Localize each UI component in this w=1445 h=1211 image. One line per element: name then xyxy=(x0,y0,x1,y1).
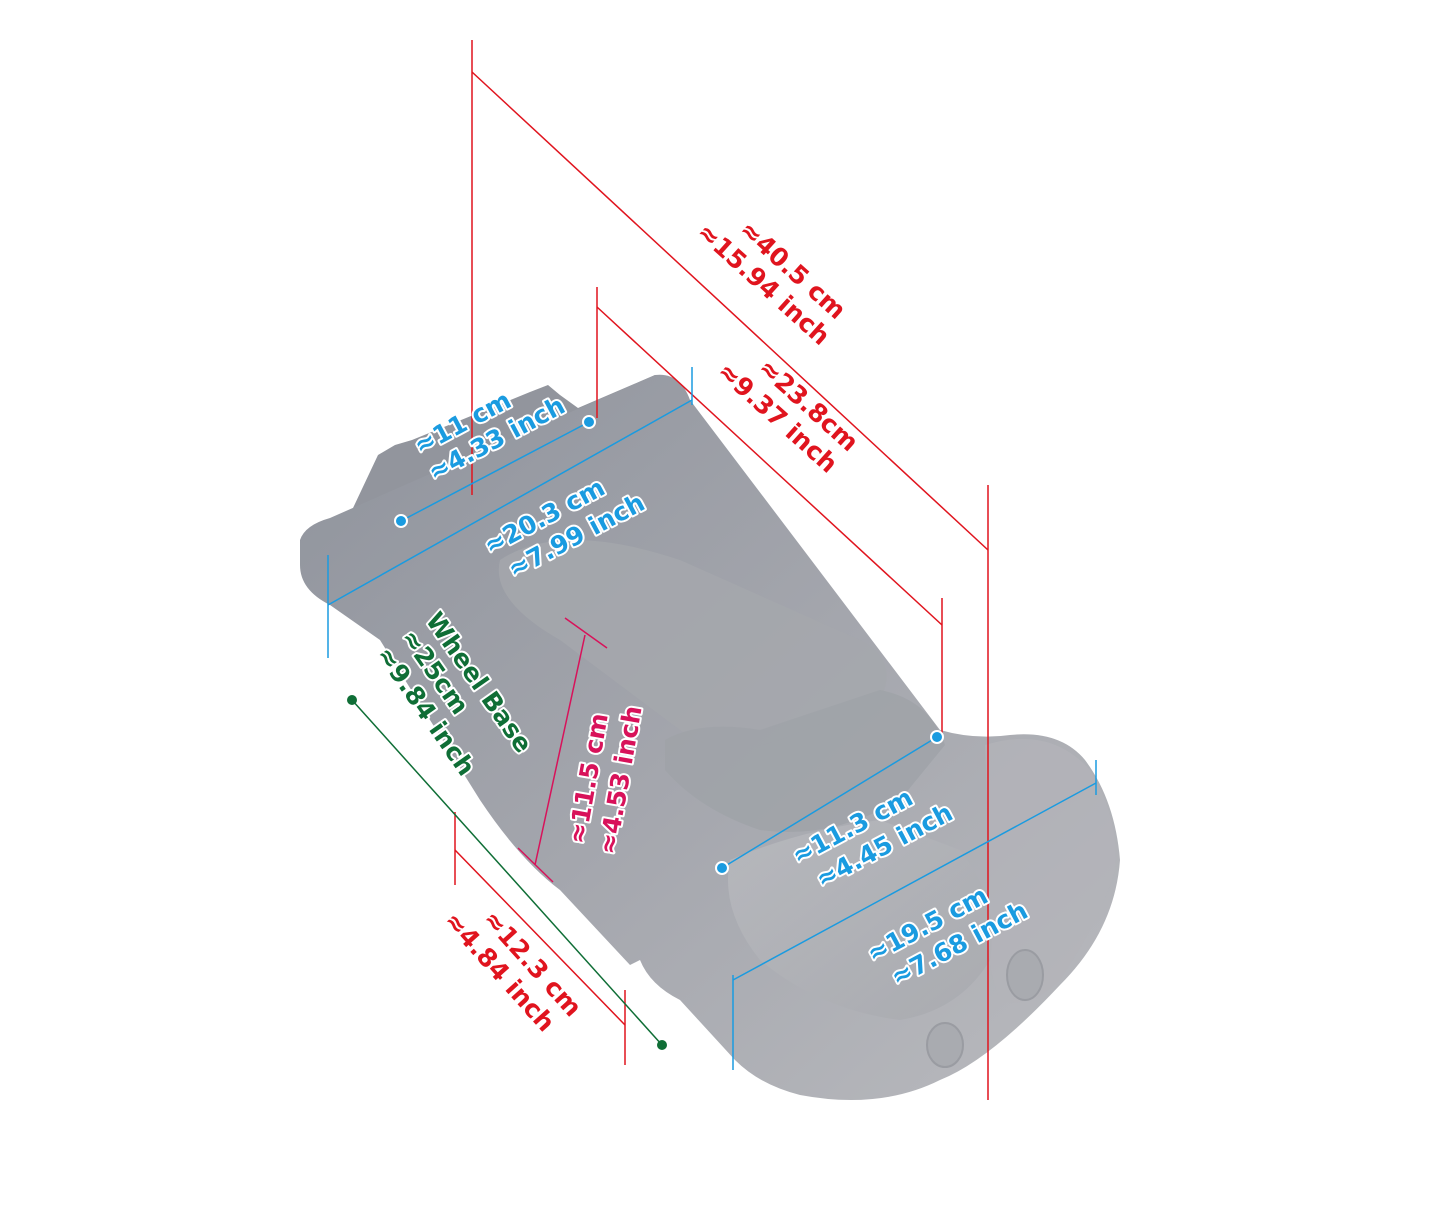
headlight xyxy=(926,1022,964,1068)
pink-height-line xyxy=(517,617,608,883)
car-body-shell xyxy=(300,374,1120,1100)
roof xyxy=(498,540,887,748)
hood xyxy=(728,820,992,1020)
red-dimension-lines xyxy=(454,40,989,1100)
headlight xyxy=(1006,949,1044,1001)
label-overall-length: ≈40.5 cm ≈15.94 inch xyxy=(690,213,854,353)
label-body-length: ≈23.8cm ≈9.37 inch xyxy=(710,351,866,481)
front-fender xyxy=(985,738,1116,1003)
blue-dimension-lines xyxy=(327,367,1097,1070)
blue-dimension-dots xyxy=(394,415,944,875)
windshield xyxy=(665,690,945,832)
wheel-base-line xyxy=(347,695,667,1050)
